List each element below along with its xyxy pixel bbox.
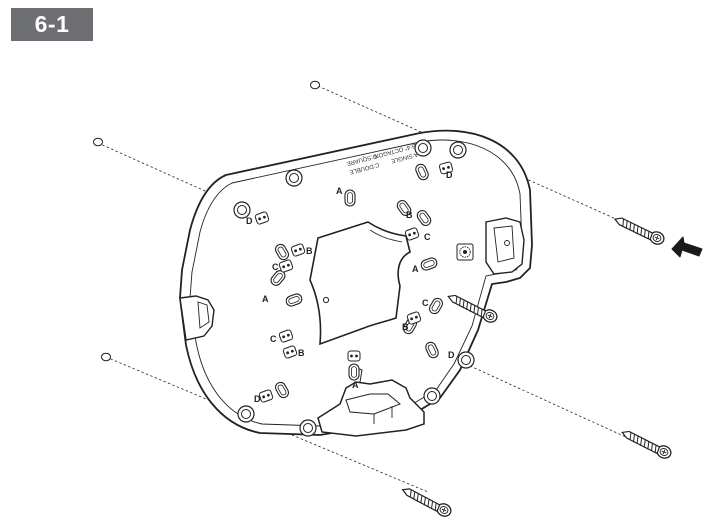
marker-a: A: [262, 294, 269, 304]
mounting-plate: A:SINGLE C:DOUBLE B:4" OCTAGON D:SQUARE …: [179, 129, 533, 437]
marker-d: D: [446, 170, 453, 180]
marker-c: C: [424, 232, 431, 242]
marker-a: A: [352, 380, 359, 390]
marker-c: C: [270, 334, 277, 344]
screw-icon: [611, 215, 667, 247]
adjust-dial-icon: [456, 243, 474, 261]
marker-a: A: [412, 264, 419, 274]
marker-b: B: [298, 348, 305, 358]
marker-c: C: [272, 262, 279, 272]
marker-b: B: [306, 246, 313, 256]
marker-d: D: [448, 350, 455, 360]
marker-b: B: [406, 210, 413, 220]
marker-d: D: [254, 394, 261, 404]
screw-icon: [618, 428, 674, 461]
step-badge: 6-1: [11, 8, 93, 41]
marker-c: C: [422, 298, 429, 308]
marker-a: A: [336, 186, 343, 196]
arrow-icon: [671, 236, 703, 258]
hole-markers: A A A A B B B B C C C C D D D D: [246, 170, 455, 404]
marker-b: B: [402, 322, 409, 332]
guide-origin-points: [93, 80, 320, 362]
marker-d: D: [246, 216, 253, 226]
